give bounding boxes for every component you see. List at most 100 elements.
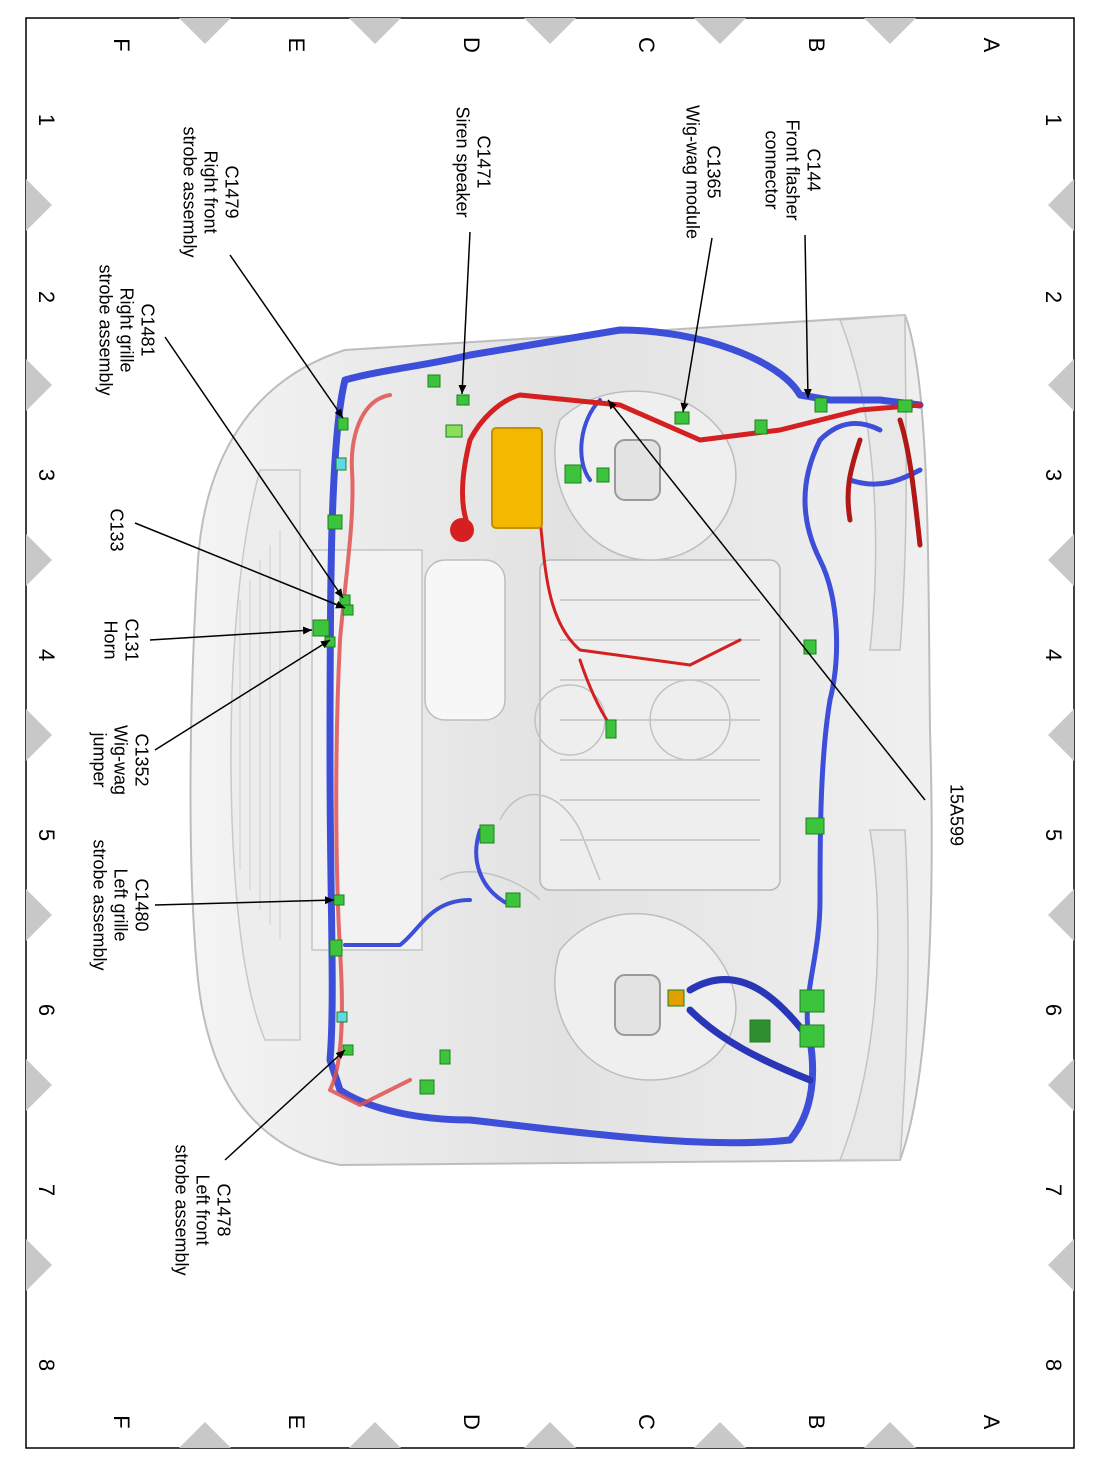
col-label-right-3: 3 — [1041, 469, 1066, 481]
connector-misc-14 — [439, 1049, 451, 1065]
edge-marker-right — [1048, 534, 1074, 586]
battery-terminal — [450, 518, 474, 542]
edge-marker-bottom — [864, 1422, 916, 1448]
connector-misc-4 — [605, 719, 617, 739]
callout-c1481-line-1: Right grille — [116, 287, 136, 372]
connector-misc-18 — [445, 424, 463, 438]
edge-marker-right — [1048, 709, 1074, 761]
leader-c133 — [134, 522, 346, 609]
blue-harness-lower — [686, 976, 814, 1084]
leader-c1352 — [154, 639, 331, 751]
edge-marker-left — [26, 534, 52, 586]
col-label-left-8: 8 — [34, 1359, 59, 1371]
callout-c131-line-1: Horn — [100, 620, 120, 659]
row-label-top-C: C — [634, 37, 659, 53]
callout-c1478-line-1: Left front — [192, 1174, 212, 1245]
connector-misc-17 — [427, 374, 441, 388]
wiring-harness — [326, 326, 924, 1147]
callout-c1481-line-2: strobe assembly — [95, 264, 115, 395]
leader-c1480 — [154, 896, 335, 906]
connector-cyan-2 — [336, 1011, 348, 1023]
col-label-left-3: 3 — [34, 469, 59, 481]
callout-c144-line-2: connector — [761, 130, 781, 209]
callout-c1479-line-2: strobe assembly — [179, 126, 199, 257]
connector-c1365 — [674, 411, 690, 425]
col-label-left-2: 2 — [34, 291, 59, 303]
leader-c144 — [803, 234, 812, 399]
col-label-left-6: 6 — [34, 1004, 59, 1016]
blue-harness-right-side — [802, 437, 840, 1043]
connector-misc-15 — [897, 399, 913, 413]
col-label-left-7: 7 — [34, 1184, 59, 1196]
connector-misc-6 — [505, 892, 521, 908]
connector-misc-3 — [803, 639, 817, 655]
blue-harness-branch-1 — [343, 398, 602, 947]
callout-c1478-line-2: strobe assembly — [171, 1144, 191, 1275]
connector-misc-2 — [596, 467, 610, 483]
grille-area — [230, 469, 301, 1041]
blue-harness-top — [817, 420, 923, 487]
col-label-right-8: 8 — [1041, 1359, 1066, 1371]
edge-marker-bottom — [524, 1422, 576, 1448]
col-label-left-4: 4 — [34, 649, 59, 661]
leader-c1365 — [680, 237, 713, 413]
connector-misc-13 — [419, 1079, 435, 1095]
edge-marker-left — [26, 179, 52, 231]
edge-marker-top — [694, 18, 746, 44]
edge-marker-left — [26, 1059, 52, 1111]
edge-marker-bottom — [179, 1422, 231, 1448]
row-label-bottom-A: A — [979, 1415, 1004, 1430]
right-wheel-opening — [614, 439, 661, 501]
connector-misc-1 — [564, 464, 582, 484]
col-label-right-1: 1 — [1041, 114, 1066, 126]
edge-marker-right — [1048, 889, 1074, 941]
left-wheel-opening — [614, 974, 661, 1036]
row-label-bottom-C: C — [634, 1414, 659, 1430]
callout-c1352-line-2: jumper — [89, 731, 109, 787]
connector-misc-12 — [327, 514, 343, 530]
callout-c1471-line-0: C1471 — [473, 135, 493, 188]
grille-slats — [239, 530, 281, 940]
edge-marker-right — [1048, 1059, 1074, 1111]
connector-c1471 — [456, 394, 470, 406]
edge-marker-top — [524, 18, 576, 44]
connector-misc-19 — [667, 989, 685, 1007]
row-label-top-F: F — [109, 38, 134, 51]
callout-c1481-line-0: C1481 — [137, 303, 157, 356]
engine-details — [439, 599, 760, 901]
row-label-bottom-E: E — [284, 1415, 309, 1430]
radiator — [424, 559, 506, 721]
callout-c133-line-0: C133 — [106, 508, 126, 551]
connector-misc-9 — [799, 1024, 825, 1048]
callout-c1352-line-0: C1352 — [131, 733, 151, 786]
edge-marker-right — [1048, 359, 1074, 411]
callout-c1480-line-0: C1480 — [131, 878, 151, 931]
connector-c131 — [312, 619, 330, 637]
connector-misc-8 — [799, 989, 825, 1013]
edge-marker-right — [1048, 179, 1074, 231]
edge-marker-right — [1048, 1239, 1074, 1291]
blue-harness-main — [326, 326, 924, 1147]
callout-c1479-line-1: Right front — [200, 150, 220, 233]
connector-misc-16 — [754, 419, 768, 435]
vehicle-front-end-drawing — [189, 313, 933, 1167]
edge-marker-left — [26, 1239, 52, 1291]
red-harness-main — [460, 392, 923, 533]
leader-c131 — [149, 626, 313, 641]
callout-c131-line-0: C131 — [121, 618, 141, 661]
callout-c144-line-0: C144 — [803, 148, 823, 191]
edge-marker-left — [26, 359, 52, 411]
connector-cyan-1 — [335, 457, 347, 471]
connector-c144 — [814, 397, 828, 413]
row-label-top-B: B — [804, 38, 829, 53]
callout-c1480-line-1: Left grille — [110, 868, 130, 941]
edge-marker-left — [26, 889, 52, 941]
col-label-right-6: 6 — [1041, 1004, 1066, 1016]
connector-misc-5 — [479, 824, 495, 844]
callout-c1365-line-0: C1365 — [703, 145, 723, 198]
callout-c1480-line-2: strobe assembly — [89, 839, 109, 970]
callout-c1365-line-1: Wig-wag module — [682, 105, 702, 239]
connector-misc-7 — [805, 817, 825, 835]
col-label-left-5: 5 — [34, 829, 59, 841]
